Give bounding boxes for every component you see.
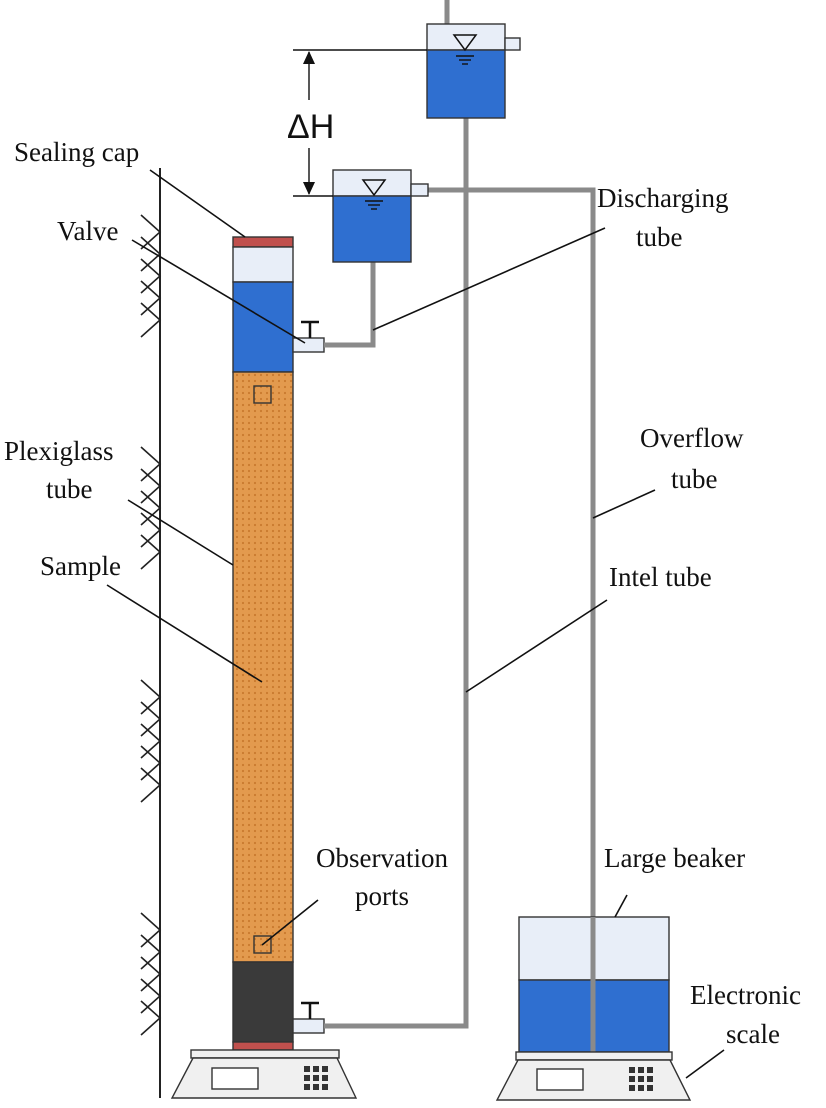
label-sealing-cap: Sealing cap: [14, 137, 139, 167]
valve-bottom: [292, 1001, 325, 1034]
scale-keypad-right: [629, 1067, 653, 1091]
water-column: [232, 281, 294, 373]
wall-hatching: [140, 214, 162, 1036]
air-gap: [232, 246, 294, 283]
label-sample: Sample: [40, 551, 121, 581]
water-level-symbol-upper: [452, 34, 478, 52]
leader-lines: [106, 169, 725, 1079]
sealing-cap: [232, 236, 294, 248]
scale-display-right: [536, 1068, 584, 1091]
electronic-scale-left: [170, 1049, 358, 1099]
label-electronic-scale-line2: scale: [726, 1019, 780, 1049]
label-valve: Valve: [57, 216, 118, 246]
sample-column: [232, 371, 294, 963]
lower-tank: [332, 169, 429, 263]
inlet-tube: [324, 118, 469, 1029]
label-observation-line2: ports: [355, 881, 409, 911]
delta-h-dimension: ΔH: [287, 49, 427, 197]
valve-top: [292, 320, 325, 353]
plexiglass-column: [232, 236, 294, 1051]
electronic-scale-right: [495, 1051, 692, 1101]
label-plexiglass-line1: Plexiglass: [4, 436, 114, 466]
scale-keypad-left: [304, 1066, 328, 1090]
observation-port-bottom: [253, 935, 272, 954]
label-large-beaker: Large beaker: [604, 843, 745, 873]
label-inlet-tube: Intel tube: [609, 562, 712, 592]
overflow-tube: [428, 187, 596, 1052]
label-overflow-line2: tube: [671, 464, 718, 494]
delta-h-label: ΔH: [287, 108, 334, 146]
label-discharging-line2: tube: [636, 222, 683, 252]
label-observation-line1: Observation: [316, 843, 448, 873]
bottom-block: [232, 961, 294, 1043]
label-plexiglass-line2: tube: [46, 474, 93, 504]
observation-port-top: [253, 385, 272, 404]
large-beaker: [518, 916, 670, 1053]
water-level-symbol-lower: [361, 179, 387, 197]
discharging-tube: [324, 262, 376, 348]
label-overflow-line1: Overflow: [640, 423, 744, 453]
upper-tank: [426, 23, 521, 119]
bottom-seal: [232, 1041, 294, 1051]
wall: [140, 168, 162, 1098]
label-discharging-line1: Discharging: [597, 183, 728, 213]
scale-display-left: [211, 1067, 259, 1090]
label-electronic-scale-line1: Electronic: [690, 980, 801, 1010]
